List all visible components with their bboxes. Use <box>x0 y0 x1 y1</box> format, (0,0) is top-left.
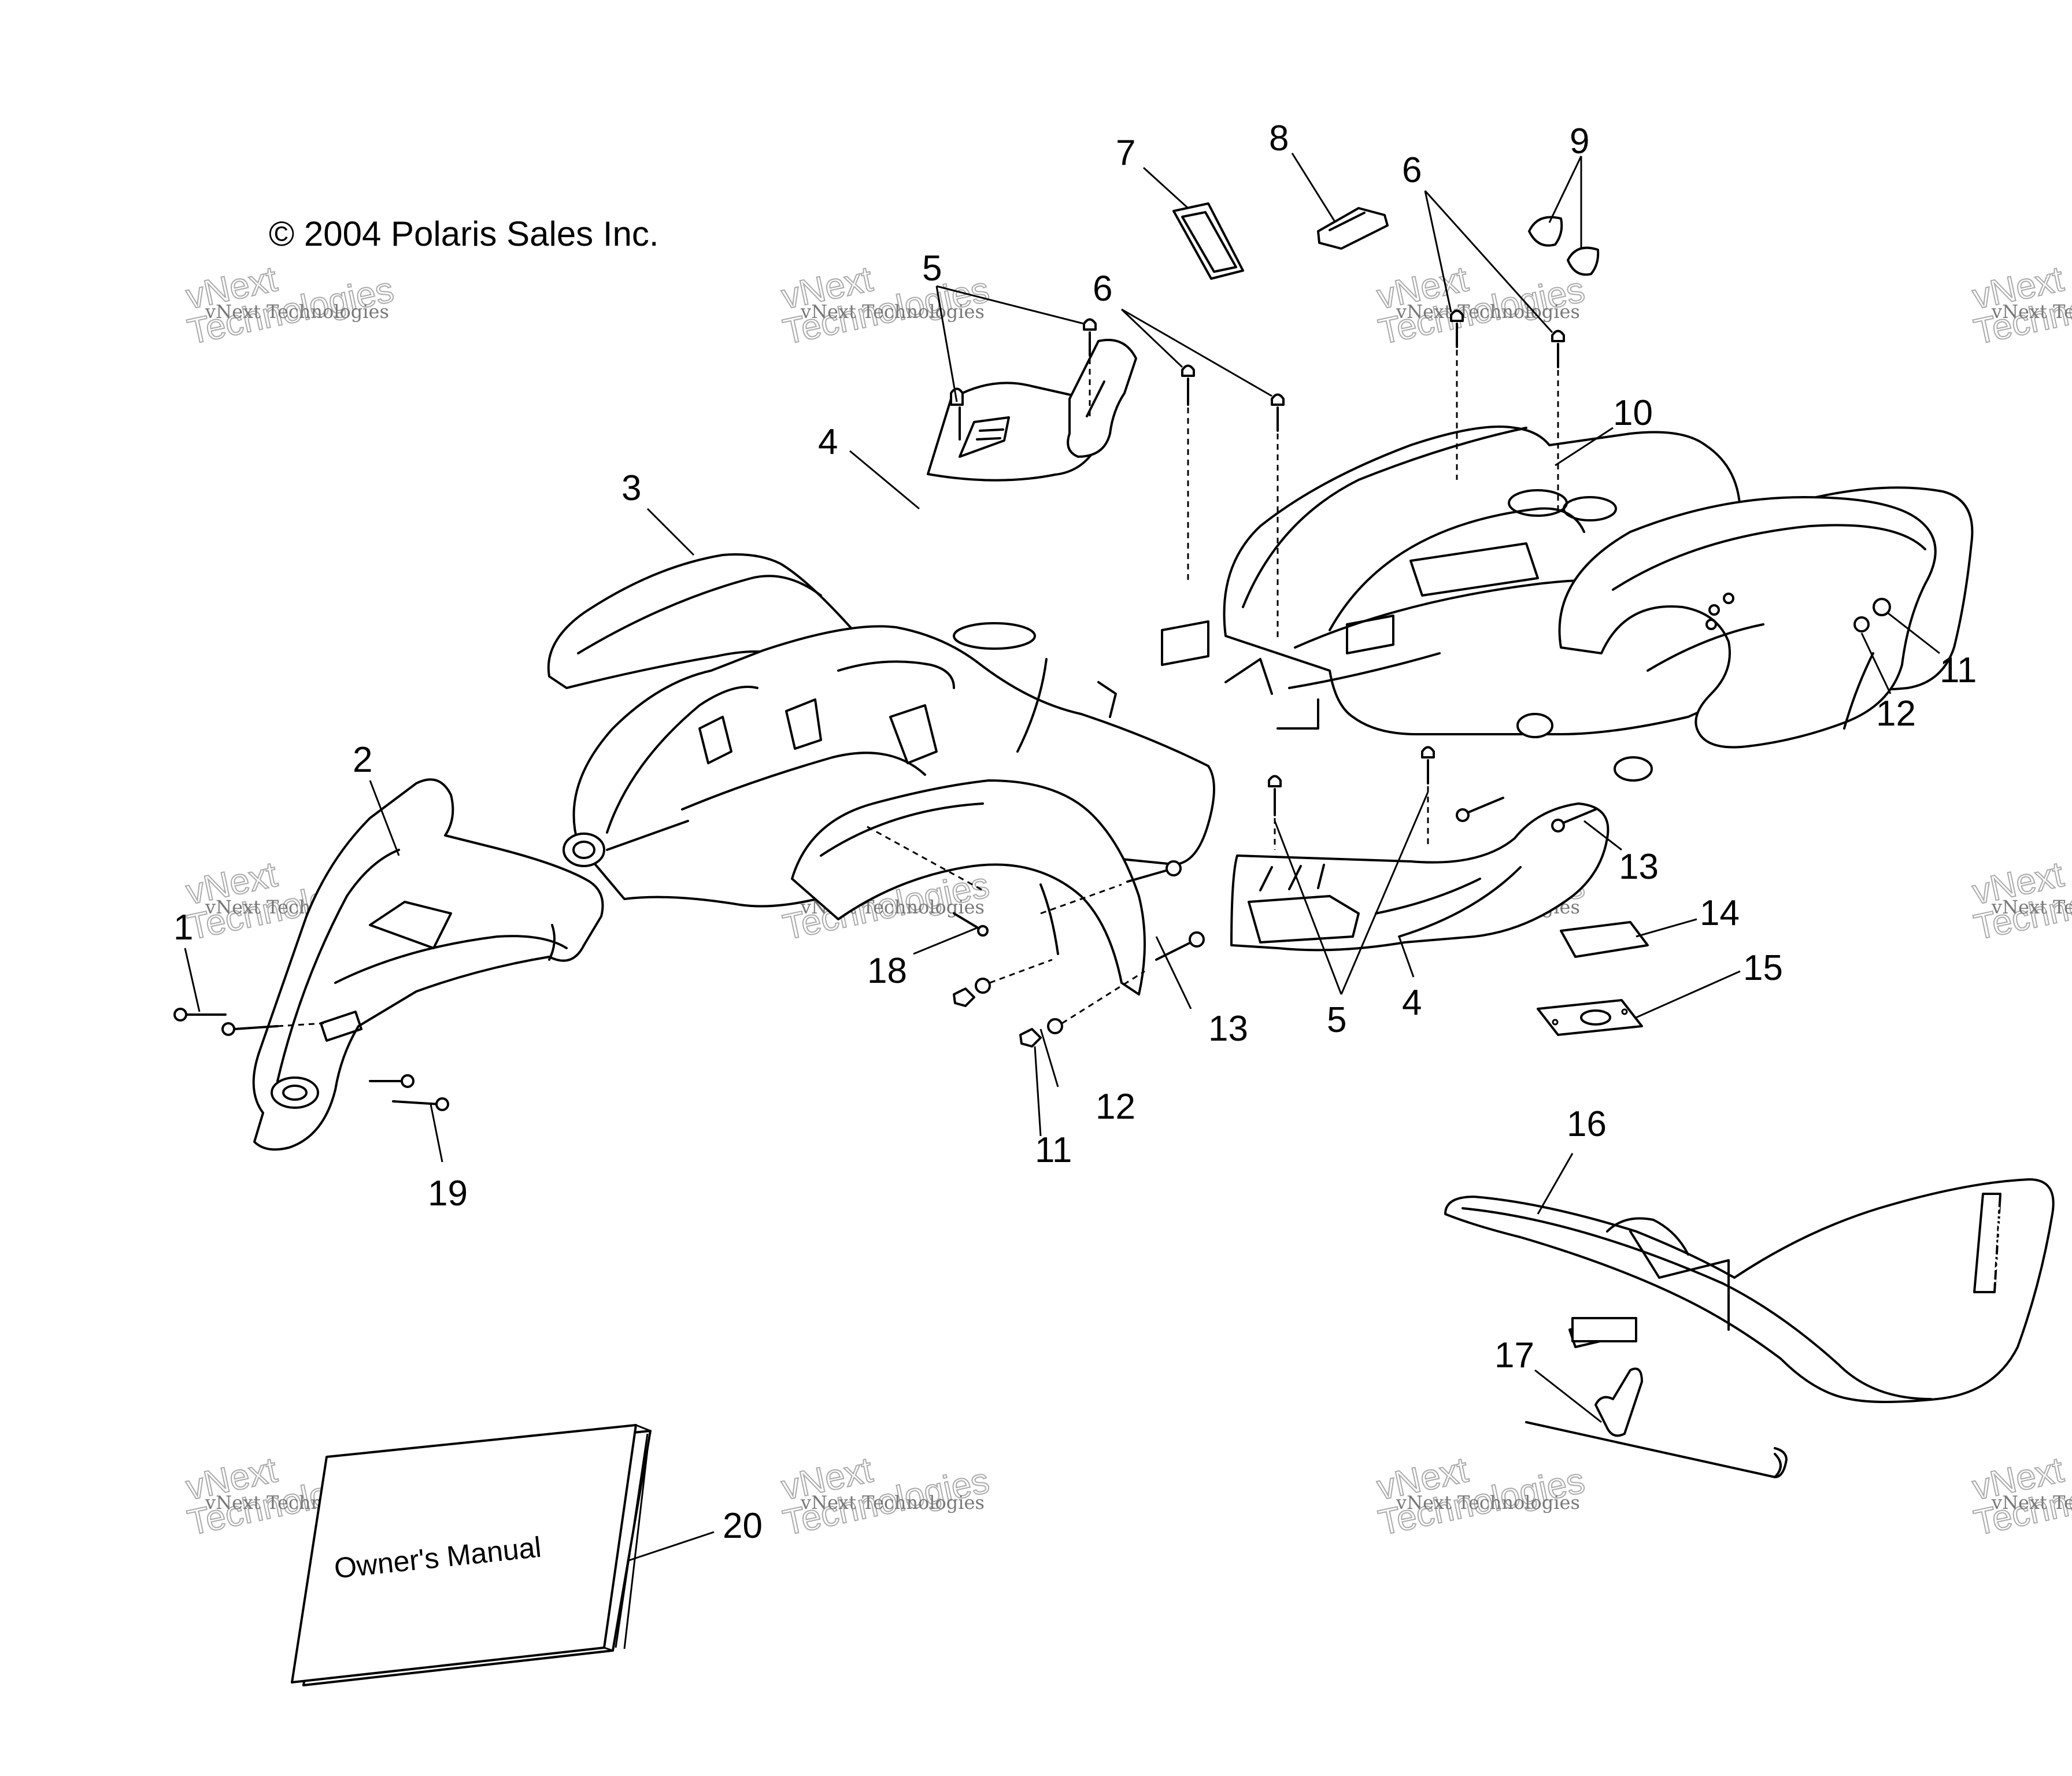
callout-4b: 4 <box>1402 983 1422 1023</box>
svg-text:vNext Technologies: vNext Technologies <box>1991 896 2072 918</box>
callout-11b: 11 <box>1035 1130 1072 1170</box>
callout-10: 10 <box>1613 393 1653 433</box>
callout-14: 14 <box>1700 893 1740 933</box>
callout-18: 18 <box>867 951 907 991</box>
svg-text:vNext Technologies: vNext Technologies <box>800 301 985 323</box>
part-20-owners-manual: Owner's Manual <box>291 1424 652 1686</box>
callout-5b: 5 <box>1327 1000 1346 1040</box>
callout-19: 19 <box>428 1174 468 1213</box>
part-2-front-bumper <box>252 778 604 1151</box>
part-3-front-fender <box>547 553 1215 996</box>
svg-text:vNext Technologies: vNext Technologies <box>1991 1492 2072 1514</box>
callout-8: 8 <box>1269 119 1289 158</box>
callout-2: 2 <box>353 740 372 780</box>
callout-12a: 12 <box>1876 694 1916 734</box>
callout-4a: 4 <box>818 422 838 462</box>
part-16-seat: POLARIS <box>1444 1178 2055 1403</box>
callout-3: 3 <box>621 468 641 508</box>
part-10-rear-body <box>1161 426 1974 782</box>
callouts: 7 8 9 6 6 5 4 3 10 2 11 12 13 14 15 4 5 … <box>173 119 1977 1546</box>
callout-13a: 13 <box>1619 847 1659 887</box>
leader-lines <box>184 153 1940 1562</box>
callout-17: 17 <box>1494 1335 1534 1375</box>
callout-20: 20 <box>723 1506 763 1546</box>
part-7-tab <box>1172 202 1244 280</box>
callout-15: 15 <box>1743 948 1783 988</box>
svg-text:vNext Technologies: vNext Technologies <box>205 301 389 323</box>
fasteners <box>173 309 1891 1111</box>
svg-text:vNext Technologies: vNext Technologies <box>1396 1492 1580 1514</box>
callout-5a: 5 <box>922 249 942 288</box>
part-17-latch-rod <box>1525 1367 1788 1478</box>
callout-6b: 6 <box>1093 269 1112 309</box>
part-9-clips <box>1528 216 1600 276</box>
part-15-plate <box>1537 999 1643 1036</box>
part-14-plate <box>1560 921 1649 958</box>
callout-7: 7 <box>1116 133 1135 173</box>
callout-12b: 12 <box>1096 1087 1135 1127</box>
callout-16: 16 <box>1567 1104 1607 1144</box>
part-4-upper-panel <box>927 339 1137 482</box>
callout-13b: 13 <box>1208 1009 1248 1049</box>
callout-11a: 11 <box>1940 650 1977 690</box>
svg-text:vNext Technologies: vNext Technologies <box>1991 301 2072 323</box>
part-8-latch <box>1317 207 1389 250</box>
callout-9: 9 <box>1570 121 1589 161</box>
callout-6a: 6 <box>1402 150 1422 190</box>
svg-text:vNext Technologies: vNext Technologies <box>800 1492 985 1514</box>
copyright-text: © 2004 Polaris Sales Inc. <box>269 214 659 253</box>
part-4-lower-panel <box>1230 802 1610 952</box>
callout-1: 1 <box>173 908 193 948</box>
svg-text:vNext Technologies: vNext Technologies <box>1396 301 1580 323</box>
